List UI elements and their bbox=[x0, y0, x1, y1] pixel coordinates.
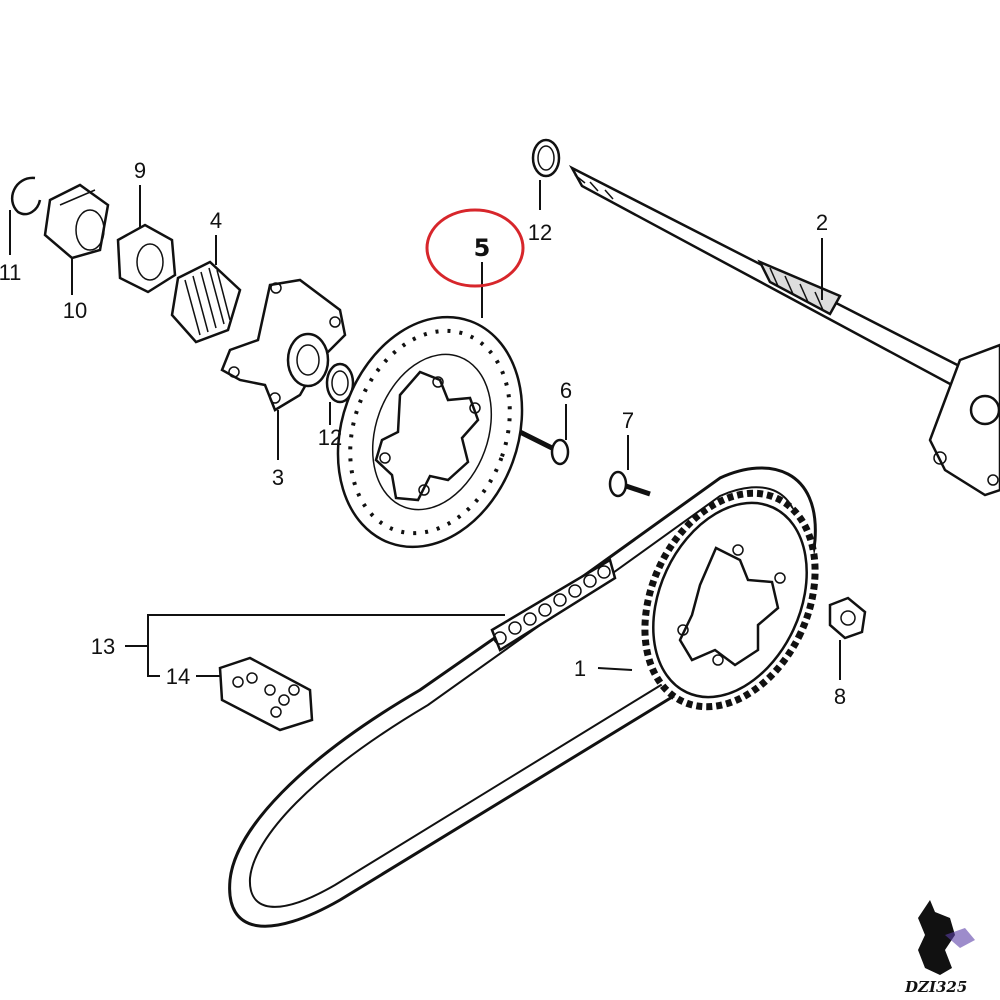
snap-ring bbox=[11, 176, 42, 216]
callout-9: 9 bbox=[134, 158, 146, 183]
callout-8: 8 bbox=[834, 684, 846, 709]
master-link bbox=[218, 656, 314, 732]
drive-chain bbox=[228, 466, 817, 928]
watermark-logo: DZI325 bbox=[904, 900, 975, 996]
callout-3: 3 bbox=[272, 465, 284, 490]
callout-11: 11 bbox=[0, 260, 21, 285]
callout-12-top: 12 bbox=[528, 220, 552, 245]
washer-mid bbox=[325, 362, 355, 404]
callouts: 1 2 3 4 5 6 7 8 9 10 11 12 12 13 14 bbox=[0, 158, 846, 709]
callout-10: 10 bbox=[63, 298, 87, 323]
disc-bolt bbox=[518, 429, 570, 466]
sprocket-nut bbox=[828, 596, 867, 640]
washer-top bbox=[531, 138, 561, 178]
callout-4: 4 bbox=[210, 208, 222, 233]
bearing-holder bbox=[220, 278, 347, 412]
highlight-circle bbox=[425, 208, 525, 288]
callout-1: 1 bbox=[574, 656, 586, 681]
hex-nut bbox=[116, 223, 177, 294]
lock-nut-sleeve bbox=[43, 183, 110, 260]
brake-disc bbox=[336, 315, 524, 549]
spline-collar bbox=[170, 260, 242, 344]
rear-axle-shaft bbox=[568, 165, 1000, 497]
callout-5: 5 bbox=[474, 234, 491, 262]
callout-12-mid: 12 bbox=[318, 425, 342, 450]
chain-links bbox=[490, 558, 617, 652]
leader-lines bbox=[9, 180, 841, 680]
callout-14: 14 bbox=[166, 664, 190, 689]
sprocket-bolt bbox=[608, 470, 651, 498]
callout-6: 6 bbox=[560, 378, 572, 403]
callout-7: 7 bbox=[622, 408, 634, 433]
callout-13: 13 bbox=[91, 634, 115, 659]
rear-sprocket bbox=[641, 489, 819, 711]
watermark-text: DZI325 bbox=[904, 978, 967, 996]
callout-2: 2 bbox=[816, 210, 828, 235]
